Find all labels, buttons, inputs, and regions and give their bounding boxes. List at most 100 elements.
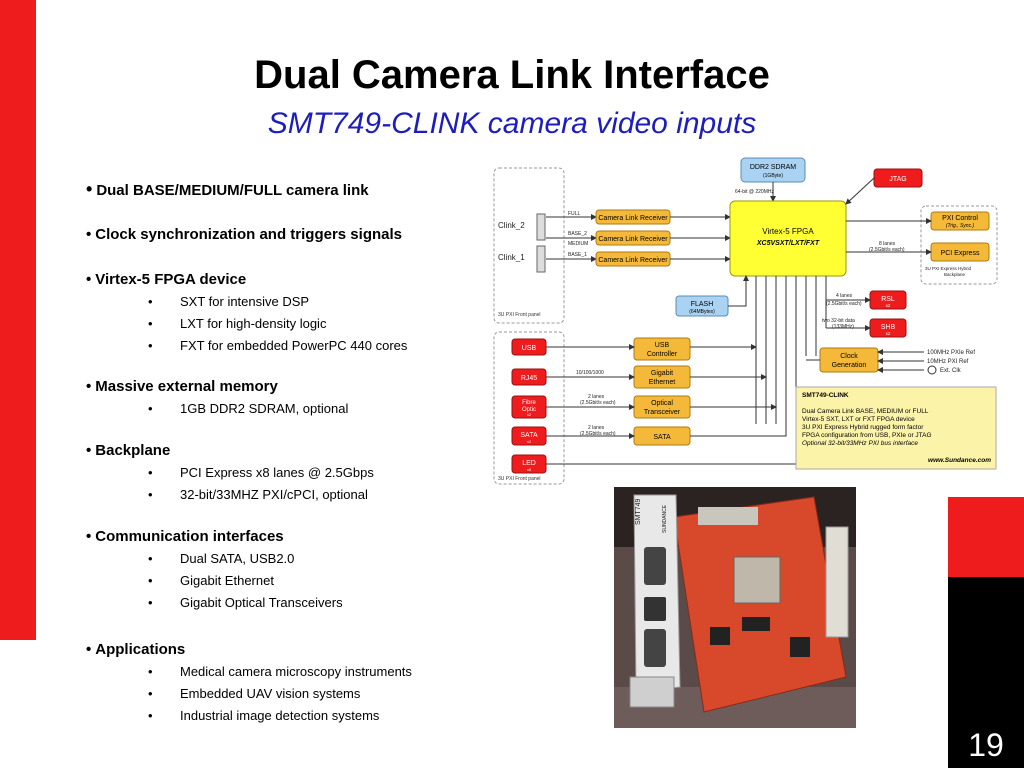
- bullet-header: •Applications: [86, 641, 186, 658]
- lanes8-label: 8 lanes: [879, 241, 896, 247]
- ddr2-title: DDR2 SDRAM: [750, 164, 796, 171]
- front-panel-bottom: [493, 331, 565, 485]
- mhz133-label: (133MHz): [832, 324, 854, 330]
- ref10-label: 10MHz PXI Ref: [927, 359, 969, 365]
- info-line: Dual Camera Link BASE, MEDIUM or FULL: [802, 408, 929, 415]
- photo-label-1: SMT749: [635, 498, 642, 525]
- bullet-section: •Virtex-5 FPGA device SXT for intensive …: [86, 269, 407, 357]
- info-website: www.Sundance.com: [928, 457, 991, 464]
- info-line: 3U PXI Express Hybrid rugged form factor: [802, 424, 924, 431]
- info-italic-line: Optional 32-bit/33MHz PXI bus interface: [802, 440, 918, 447]
- clock-sub: Generation: [832, 362, 867, 369]
- medium-label: MEDIUM: [568, 241, 588, 247]
- bullet-sub-item: Gigabit Optical Transceivers: [86, 592, 343, 614]
- bullet-sub-item: Embedded UAV vision systems: [86, 683, 412, 705]
- fpga-part: XC5VSXT/LXT/FXT: [756, 240, 820, 247]
- fibre-label-2: Optic: [522, 407, 536, 413]
- bullet-sub-item: PCI Express x8 lanes @ 2.5Gbps: [86, 462, 374, 484]
- bullet-section: •Massive external memory 1GB DDR2 SDRAM,…: [86, 376, 348, 420]
- bullet-sub-item: SXT for intensive DSP: [86, 291, 407, 313]
- clink1-label: Clink_1: [498, 253, 525, 262]
- shb-label: SHB: [881, 324, 896, 331]
- info-line: Virtex-5 SXT, LXT or FXT FPGA device: [802, 416, 915, 423]
- rj45-label: RJ45: [521, 375, 537, 382]
- gigabit-ethernet-sub: Ethernet: [649, 379, 676, 386]
- sata-port-sub: x2: [527, 439, 532, 444]
- bullet-sub-item: 1GB DDR2 SDRAM, optional: [86, 398, 348, 420]
- slide-subtitle: SMT749-CLINK camera video inputs: [267, 107, 757, 140]
- clr-label: Camera Link Receiver: [598, 215, 668, 222]
- page-number: 19: [968, 727, 1004, 763]
- bullet-section: •Communication interfaces Dual SATA, USB…: [86, 526, 343, 614]
- optical-title: Optical: [651, 400, 673, 407]
- ext-clk-connector: [927, 365, 937, 375]
- backplane-label-1: 3U PXI Express Hybrid: [925, 266, 972, 271]
- bullet-section: •Dual BASE/MEDIUM/FULL camera link: [86, 178, 369, 202]
- connector-clink2: [536, 213, 546, 241]
- bullet-sub-item: LXT for high-density logic: [86, 313, 407, 335]
- bullet-header: •Backplane: [86, 442, 171, 459]
- bullet-header: •Virtex-5 FPGA device: [86, 271, 247, 288]
- front-panel-label-bottom: 3U PXI Front panel: [498, 476, 541, 482]
- led-sub: x8: [527, 467, 532, 472]
- fibre-label-1: Fibre: [522, 400, 536, 406]
- usb-controller-title: USB: [655, 342, 670, 349]
- clock-title: Clock: [840, 353, 858, 360]
- bullet-sub-item: Gigabit Ethernet: [86, 570, 343, 592]
- bullet-section: •Backplane PCI Express x8 lanes @ 2.5Gbp…: [86, 440, 374, 506]
- lanes4-sub: (2.5Gbit/s each): [826, 301, 862, 307]
- backplane-group: [920, 205, 998, 285]
- right-black-block: [948, 577, 1024, 768]
- clr-label: Camera Link Receiver: [598, 257, 668, 264]
- fpga-title: Virtex-5 FPGA: [762, 227, 814, 236]
- bullet-section: •Clock synchronization and triggers sign…: [86, 224, 402, 246]
- left-accent-bar: [0, 0, 36, 640]
- ext-clk-label: Ext. Clk: [940, 368, 962, 374]
- product-photo: SMT749 SUNDANCE: [614, 487, 856, 728]
- bullet-header: •Massive external memory: [86, 378, 278, 395]
- pci-express-label: PCI Express: [941, 250, 980, 257]
- bus64-label: 64-bit @ 220MHz: [735, 189, 774, 195]
- gigabit-ethernet-title: Gigabit: [651, 370, 673, 377]
- two32-label: two 32-bit data: [822, 318, 855, 324]
- lanes8-sub: (2.5Gbit/s each): [869, 247, 905, 253]
- block-diagram: 3U PXI Front panel 3U PXI Front panel Cl…: [484, 156, 1008, 488]
- ddr2-sub: (1GByte): [763, 173, 783, 179]
- bullet-section: •Applications Medical camera microscopy …: [86, 639, 412, 727]
- ref100-label: 100MHz PXIe Ref: [927, 350, 975, 356]
- eth-speed-label: 10/100/1000: [576, 370, 604, 376]
- bullet-sub-item: 32-bit/33MHZ PXI/cPCI, optional: [86, 484, 374, 506]
- bullet-sub-item: Dual SATA, USB2.0: [86, 548, 343, 570]
- front-panel-top: [493, 167, 565, 324]
- full-label: FULL: [568, 211, 580, 217]
- right-red-block: [948, 497, 1024, 577]
- rsl-sub: x2: [886, 303, 891, 308]
- lanes2-label-sata: 2 lanes: [588, 425, 605, 431]
- bullet-header: •Clock synchronization and triggers sign…: [86, 226, 402, 243]
- pxi-control-sub: (Trig., Sync.): [946, 223, 975, 229]
- front-panel-label-top: 3U PXI Front panel: [498, 312, 541, 318]
- base1-label: BASE_1: [568, 252, 587, 258]
- sata-block-label: SATA: [653, 434, 671, 441]
- fibre-label-3: x2: [527, 412, 532, 417]
- led-label: LED: [522, 460, 536, 467]
- pxi-control-title: PXI Control: [942, 215, 978, 222]
- usb-controller-sub: Controller: [647, 351, 678, 358]
- clink2-label: Clink_2: [498, 221, 525, 230]
- base2-label: BASE_2: [568, 231, 587, 237]
- shb-sub: x2: [886, 331, 891, 336]
- bullet-sub-item: FXT for embedded PowerPC 440 cores: [86, 335, 407, 357]
- sata-port-label: SATA: [520, 432, 538, 439]
- lanes4-label: 4 lanes: [836, 293, 853, 299]
- flash-sub: (64MBytes): [689, 309, 715, 315]
- backplane-label-2: Backplane: [944, 272, 966, 277]
- flash-title: FLASH: [691, 301, 714, 308]
- bullet-sub-item: Medical camera microscopy instruments: [86, 661, 412, 683]
- info-title: SMT749-CLINK: [802, 392, 849, 399]
- lanes2-sub-optical: (2.5Gbit/s each): [580, 400, 616, 406]
- clr-label: Camera Link Receiver: [598, 236, 668, 243]
- usb-port-label: USB: [522, 345, 537, 352]
- bullet-header: •Dual BASE/MEDIUM/FULL camera link: [86, 179, 369, 199]
- photo-label-2: SUNDANCE: [662, 504, 668, 533]
- rsl-label: RSL: [881, 296, 895, 303]
